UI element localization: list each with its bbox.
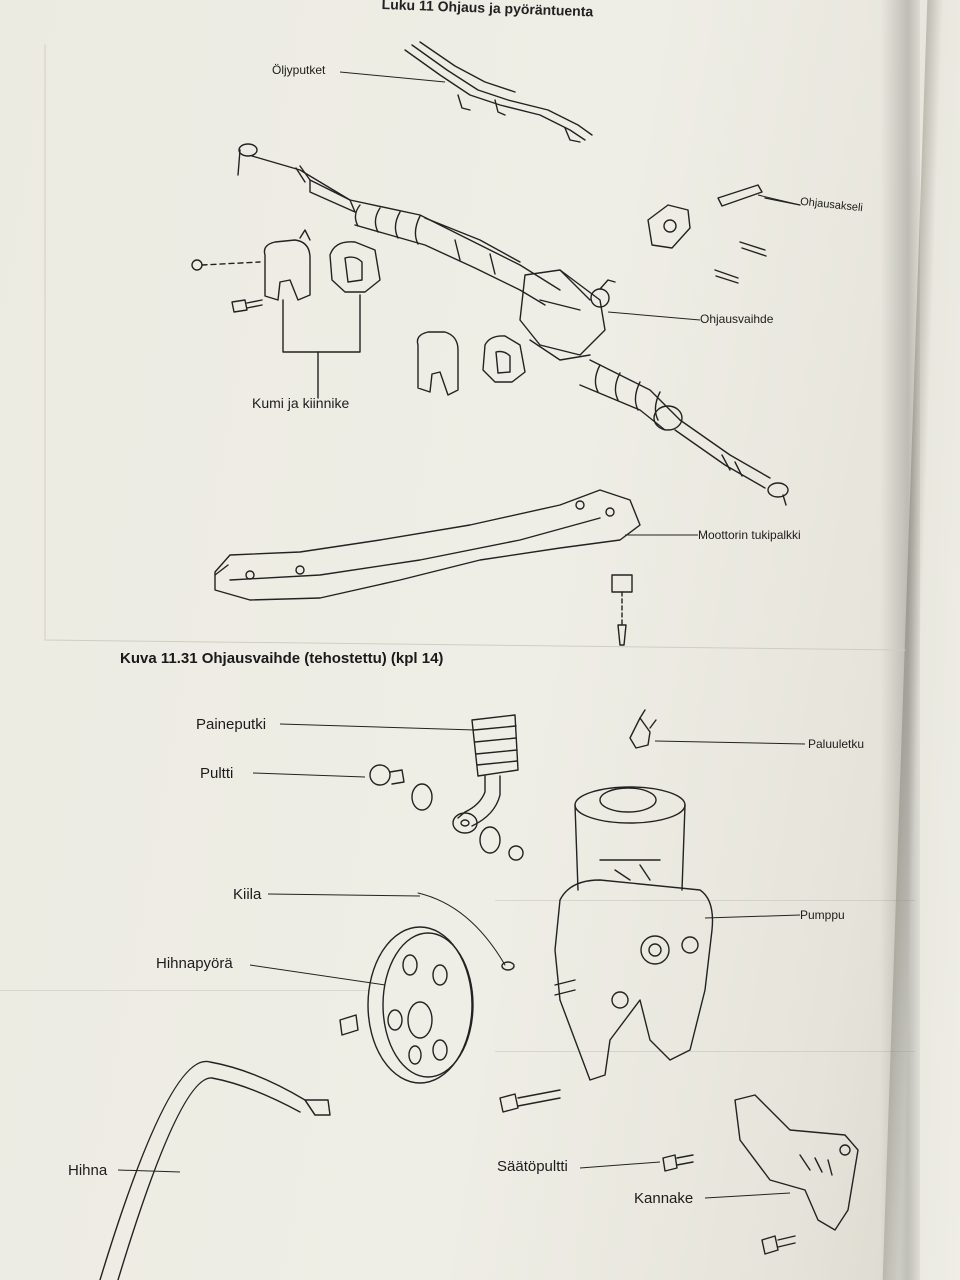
show-through-text [495, 900, 915, 1052]
pulley-drawing [339, 926, 474, 1084]
engine-support-beam-drawing [214, 489, 641, 646]
oil-pipes-drawing [404, 41, 593, 143]
label-pressure-pipe: Paineputki [196, 716, 267, 733]
adjust-bolt-drawing [662, 1154, 694, 1172]
label-pump: Pumppu [800, 908, 845, 922]
label-rubber-and-clamp: Kumi ja kiinnike [252, 395, 350, 411]
label-belt: Hihna [68, 1162, 108, 1179]
label-return-hose: Paluuletku [808, 737, 865, 751]
label-pulley: Hihnapyörä [156, 955, 233, 972]
label-bolt: Pultti [200, 765, 234, 782]
return-hose-drawing [629, 709, 657, 749]
bracket-drawing [734, 1094, 859, 1231]
small-bolt-drawing [761, 1235, 796, 1255]
show-through-text [0, 990, 370, 1101]
spine-shadow [880, 0, 920, 1280]
steering-rack-drawing [237, 143, 789, 506]
label-engine-support: Moottorin tukipalkki [698, 528, 801, 542]
figure-caption: Kuva 11.31 Ohjausvaihde (tehostettu) (kp… [120, 650, 444, 667]
pressure-pipe-drawing [369, 714, 524, 971]
label-bracket: Kannake [634, 1190, 694, 1207]
rubber-clamps-drawing [191, 229, 526, 399]
label-key: Kiila [233, 886, 262, 903]
label-oil-pipes: Öljyputket [272, 63, 326, 77]
pump-drawing [554, 786, 714, 1081]
belt-drawing [99, 1060, 331, 1280]
long-bolt-drawing [499, 1089, 561, 1113]
label-adjust-bolt: Säätöpultti [497, 1158, 568, 1175]
label-steering-gear: Ohjausvaihde [700, 312, 774, 326]
leader-lines [117, 71, 806, 1199]
